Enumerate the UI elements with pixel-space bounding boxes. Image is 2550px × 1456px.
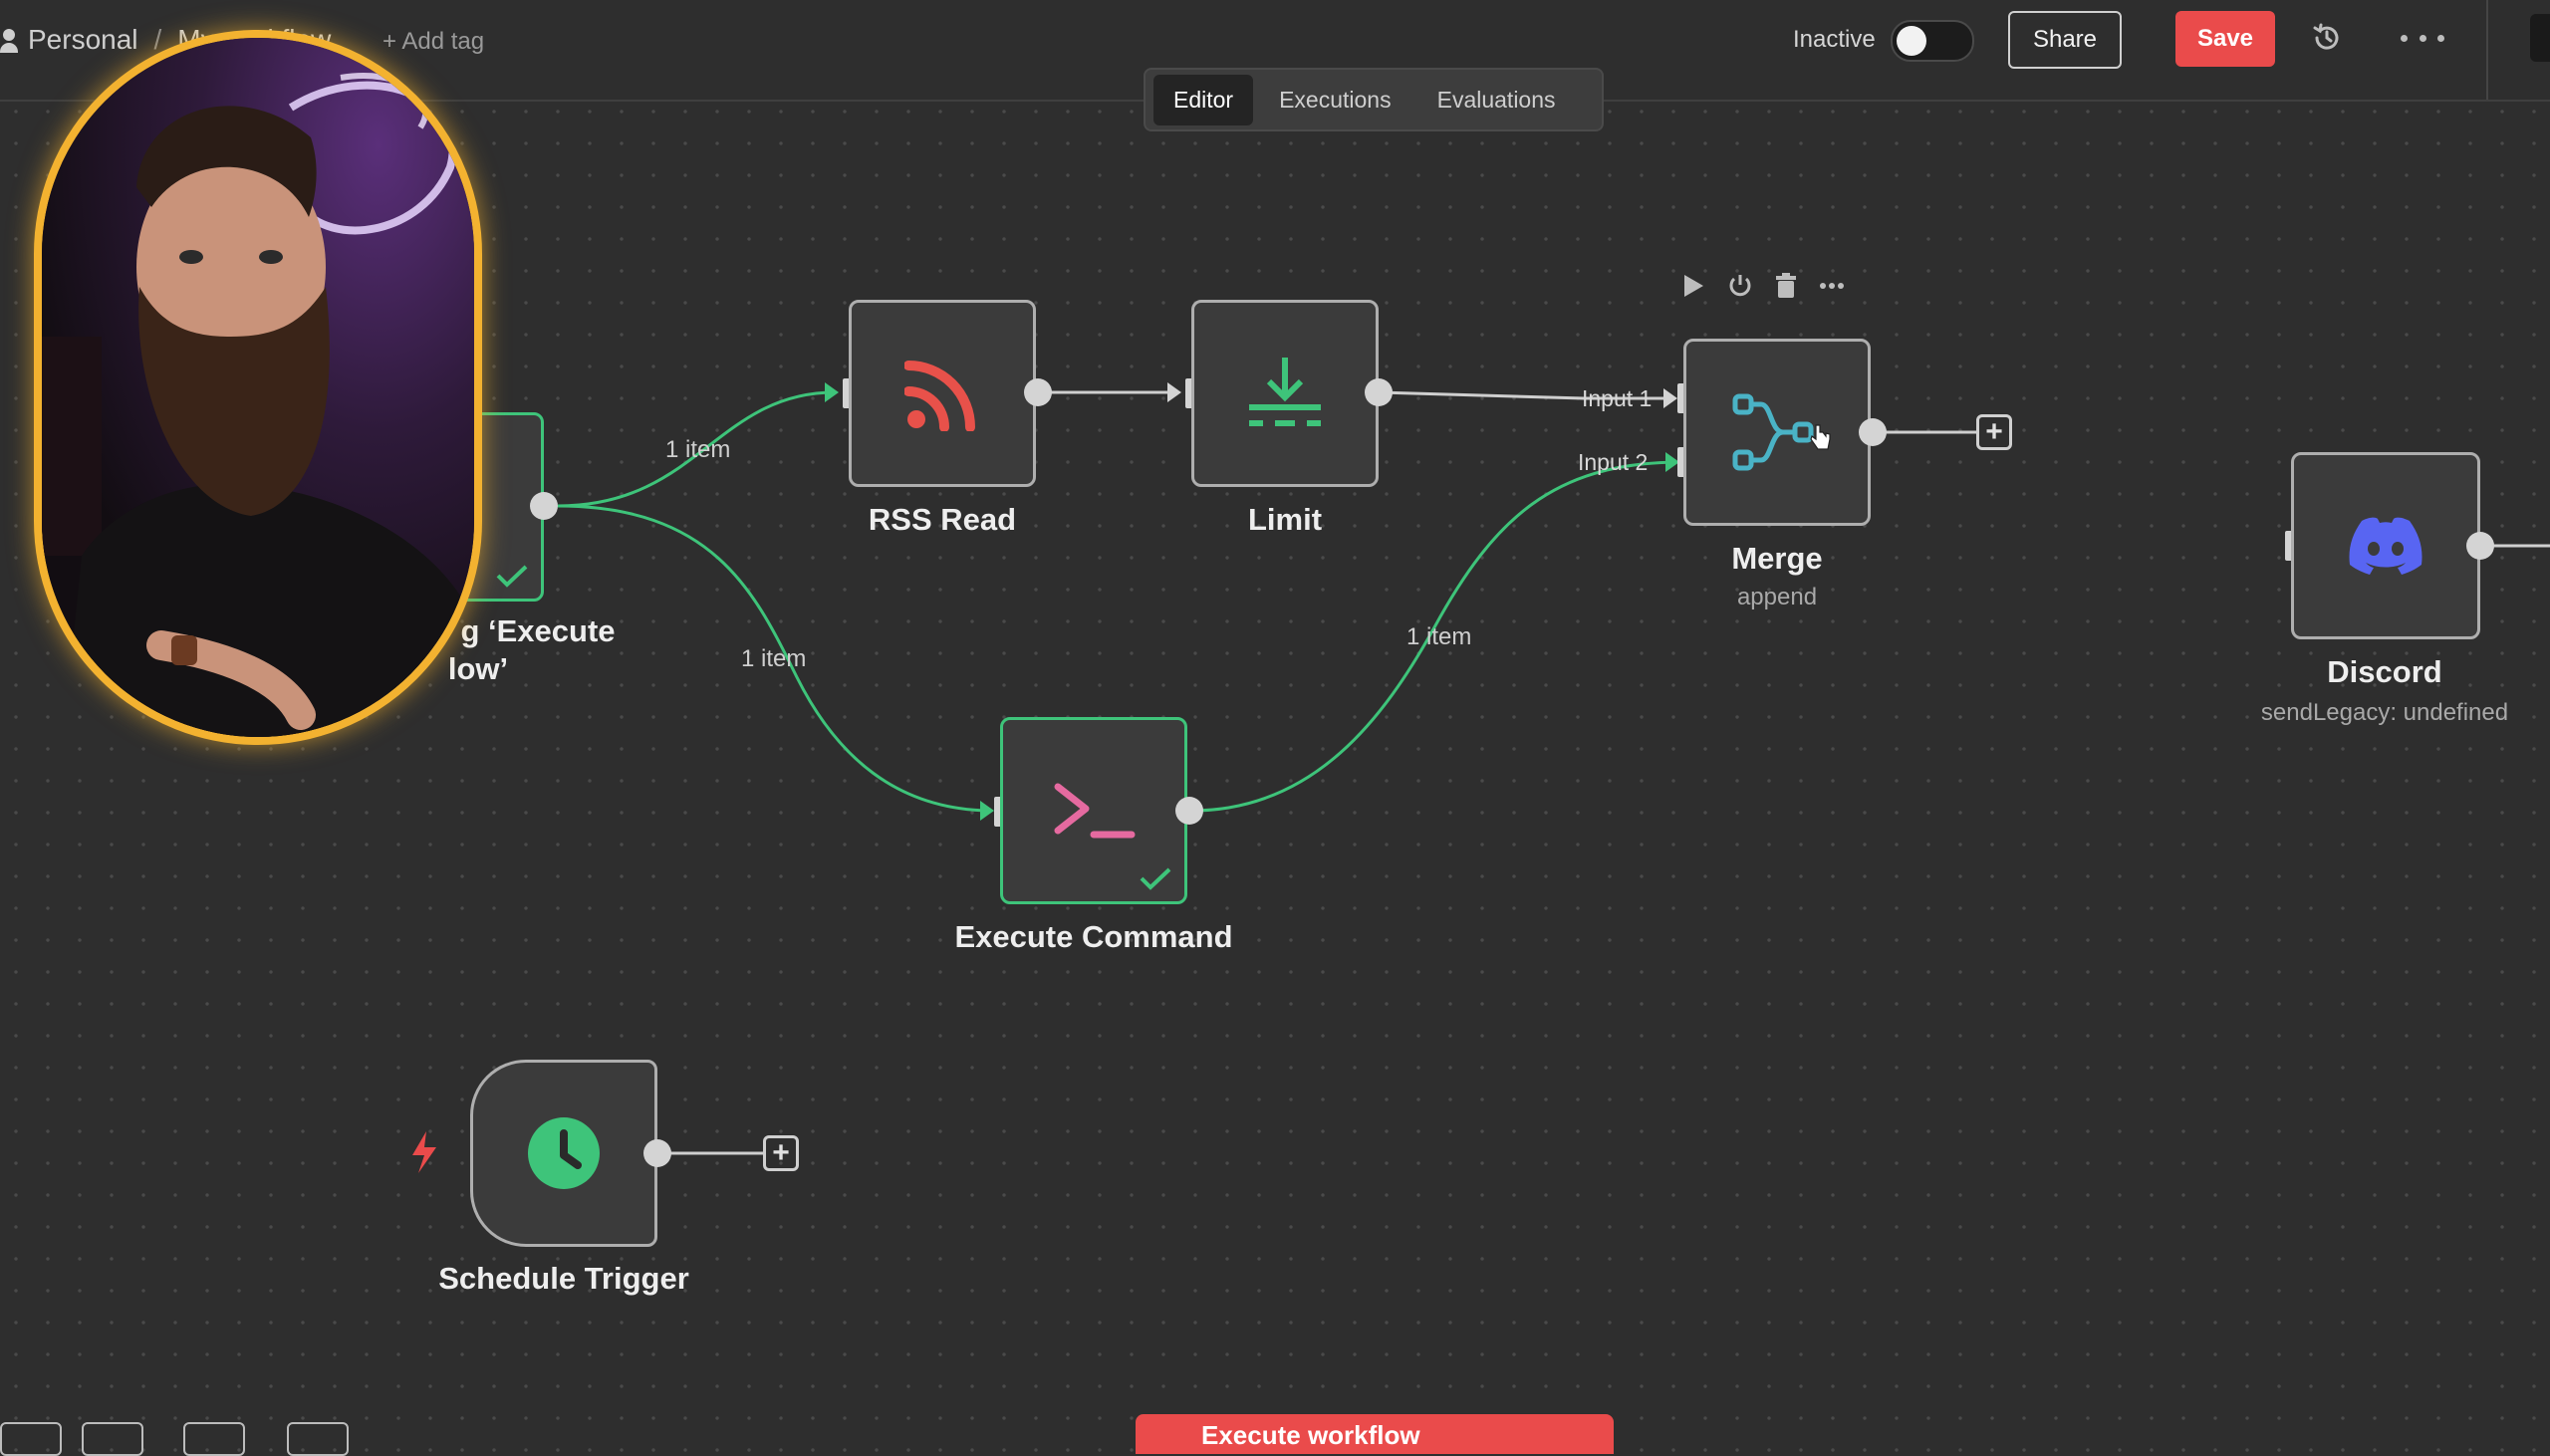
rss-icon bbox=[904, 361, 975, 431]
node-discord[interactable] bbox=[2291, 452, 2480, 639]
add-node-button[interactable]: + bbox=[763, 1135, 799, 1171]
node-subtitle: sendLegacy: undefined bbox=[2260, 699, 2509, 726]
output-handle[interactable] bbox=[530, 492, 558, 520]
play-icon[interactable] bbox=[1681, 273, 1705, 299]
discord-icon bbox=[2349, 517, 2422, 575]
zoom-out-button[interactable] bbox=[183, 1422, 245, 1456]
output-handle[interactable] bbox=[2466, 532, 2494, 560]
active-toggle[interactable] bbox=[1891, 20, 1974, 62]
node-label: Discord bbox=[2327, 654, 2442, 689]
trash-icon[interactable] bbox=[1775, 273, 1797, 299]
edge-trigger-exec bbox=[557, 504, 989, 813]
success-check-icon bbox=[1140, 867, 1171, 890]
clock-icon bbox=[528, 1117, 600, 1189]
breadcrumb-separator: / bbox=[153, 24, 162, 55]
node-merge[interactable] bbox=[1683, 339, 1871, 526]
output-handle[interactable] bbox=[1365, 378, 1393, 406]
node-label: Schedule Trigger bbox=[438, 1261, 689, 1296]
save-button[interactable]: Save bbox=[2175, 11, 2275, 67]
more-options-icon[interactable] bbox=[2401, 26, 2444, 50]
download-limit-icon bbox=[1249, 358, 1321, 426]
output-handle[interactable] bbox=[1024, 378, 1052, 406]
output-handle[interactable] bbox=[1175, 797, 1203, 825]
zoom-to-fit-button[interactable] bbox=[0, 1422, 62, 1456]
port-label: Input 2 bbox=[1578, 449, 1649, 475]
node-label: RSS Read bbox=[868, 502, 1017, 537]
edge-label: 1 item bbox=[1406, 623, 1472, 650]
project-name[interactable]: Personal bbox=[28, 24, 138, 55]
more-icon[interactable] bbox=[1819, 282, 1845, 290]
node-toolbar bbox=[1681, 273, 1845, 299]
share-button[interactable]: Share bbox=[2008, 11, 2122, 69]
edge-label: 1 item bbox=[741, 645, 807, 672]
node-label: g ‘Execute bbox=[460, 613, 616, 648]
header-divider bbox=[2486, 0, 2488, 100]
user-icon bbox=[0, 27, 18, 53]
tab-editor[interactable]: Editor bbox=[1153, 74, 1254, 125]
node-limit[interactable] bbox=[1191, 300, 1379, 487]
add-node-button[interactable]: + bbox=[1976, 414, 2012, 450]
edge-exec-merge bbox=[1190, 460, 1676, 813]
tab-evaluations[interactable]: Evaluations bbox=[1436, 86, 1556, 113]
execute-workflow-label: Execute workflow bbox=[1201, 1420, 1420, 1450]
node-label: Merge bbox=[1731, 541, 1823, 576]
user-menu-button[interactable] bbox=[2530, 14, 2550, 62]
merge-branch-icon bbox=[1732, 393, 1814, 471]
status-label: Inactive bbox=[1793, 26, 1876, 53]
tab-executions[interactable]: Executions bbox=[1279, 86, 1392, 113]
add-tag-link[interactable]: + Add tag bbox=[382, 28, 485, 55]
node-schedule-trigger[interactable] bbox=[470, 1060, 657, 1247]
zoom-in-button[interactable] bbox=[82, 1422, 143, 1456]
cursor-hand-icon bbox=[1810, 424, 1831, 450]
presenter-video bbox=[42, 38, 474, 737]
edge-trigger-rss bbox=[557, 390, 836, 508]
node-label: Limit bbox=[1247, 502, 1323, 537]
port-label: Input 1 bbox=[1582, 385, 1653, 411]
terminal-icon bbox=[1054, 783, 1136, 839]
power-icon[interactable] bbox=[1727, 273, 1753, 299]
edge-limit-merge bbox=[1378, 390, 1671, 400]
node-rss-read[interactable] bbox=[849, 300, 1036, 487]
execute-workflow-button[interactable]: Execute workflow bbox=[1136, 1414, 1614, 1454]
node-execute-command[interactable] bbox=[1000, 717, 1187, 904]
node-label: low’ bbox=[447, 651, 509, 686]
output-handle[interactable] bbox=[1859, 418, 1887, 446]
reset-zoom-button[interactable] bbox=[287, 1422, 349, 1456]
output-handle[interactable] bbox=[643, 1139, 671, 1167]
webcam-overlay bbox=[34, 30, 482, 745]
success-check-icon bbox=[496, 565, 528, 588]
lightning-icon bbox=[412, 1131, 436, 1173]
history-icon[interactable] bbox=[2311, 22, 2343, 54]
view-tabs: Editor Executions Evaluations bbox=[1144, 68, 1604, 131]
node-label: Execute Command bbox=[954, 919, 1233, 954]
node-subtitle: append bbox=[1736, 584, 1818, 610]
edge-label: 1 item bbox=[665, 436, 731, 463]
toggle-knob bbox=[1897, 26, 1926, 56]
